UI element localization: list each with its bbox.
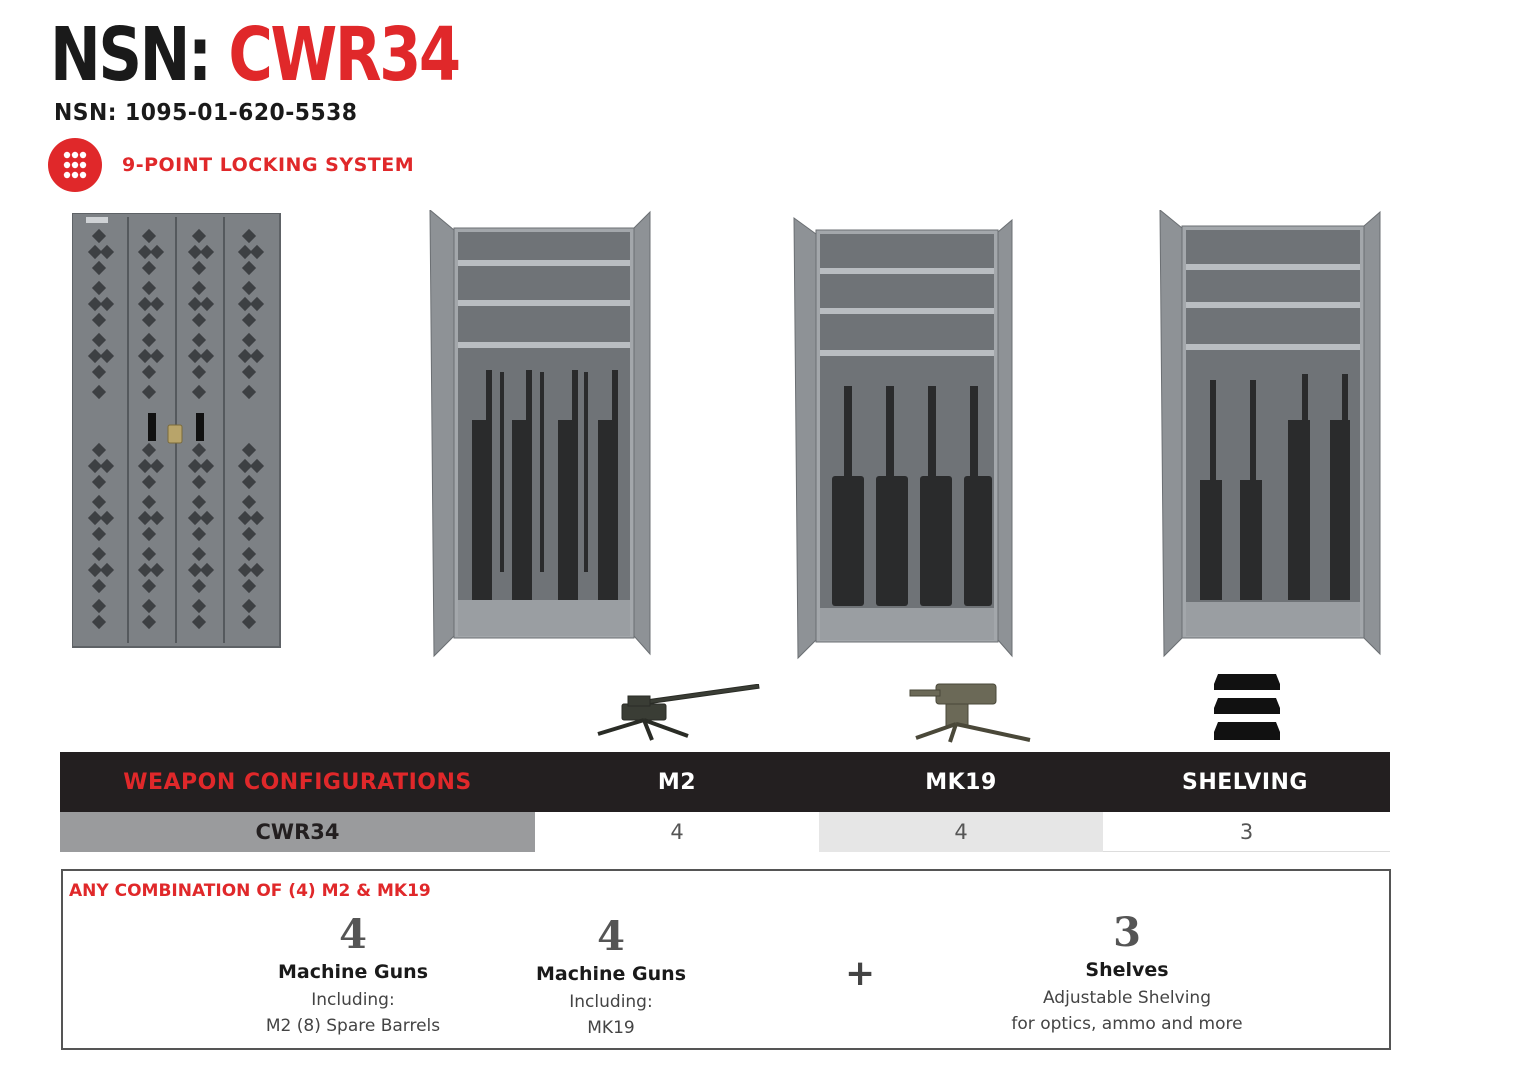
closed-cabinet-image [72,213,282,649]
cell-m2-count: 4 [535,812,819,852]
combo-name: Machine Guns [277,961,428,983]
locking-system-label: 9-POINT LOCKING SYSTEM [122,154,415,176]
m2-machine-gun-icon [592,683,762,748]
combo-line2: for optics, ammo and more [1011,1014,1243,1034]
weapon-configurations-table: WEAPON CONFIGURATIONS M2 MK19 SHELVING C… [60,752,1390,852]
combo-line1: Adjustable Shelving [1042,988,1212,1008]
nsn-number: NSN: 1095-01-620-5538 [54,100,358,126]
combo-count: 4 [597,913,625,960]
combo-line1: Including: [311,990,395,1010]
combo-count: 3 [1113,909,1141,956]
combo-line2: M2 (8) Spare Barrels [265,1016,441,1036]
combo-name: Shelves [1085,959,1169,981]
page-title: NSN: CWR34 [50,18,461,92]
shelving-stack-icon [1212,672,1282,746]
table-header-row: WEAPON CONFIGURATIONS M2 MK19 SHELVING [60,752,1390,812]
combo-item-shelves: 3 Shelves Adjustable Shelving for optics… [977,913,1277,1037]
mk19-cabinet-image [792,216,1016,660]
locking-system-badge: 9-POINT LOCKING SYSTEM [48,138,414,192]
combo-item-mk19: 4 Machine Guns Including: MK19 [491,917,731,1041]
header-mk19: MK19 [925,769,997,795]
title-code: CWR34 [228,12,461,98]
table-row: CWR34 4 4 3 [60,812,1390,852]
cell-shelving-count: 3 [1103,812,1390,852]
shelving-cabinet-image [1158,210,1384,658]
mk19-grenade-launcher-icon [906,674,1036,748]
cell-mk19-count: 4 [819,812,1103,852]
combo-line1: Including: [569,992,653,1012]
header-weapon-configurations: WEAPON CONFIGURATIONS [123,769,472,795]
title-prefix: NSN: [50,12,229,98]
plus-sign: + [845,953,876,994]
header-m2: M2 [657,769,697,795]
cell-model: CWR34 [60,812,535,852]
combo-item-m2: 4 Machine Guns Including: M2 (8) Spare B… [233,915,473,1039]
combo-name: Machine Guns [535,963,686,985]
m2-cabinet-image [428,210,654,658]
combination-box: ANY COMBINATION OF (4) M2 & MK19 4 Machi… [61,869,1391,1050]
combination-title: ANY COMBINATION OF (4) M2 & MK19 [69,881,431,901]
nine-dot-lock-icon [48,138,102,192]
combo-line2: MK19 [587,1018,635,1038]
header-shelving: SHELVING [1182,769,1308,795]
combo-count: 4 [339,911,367,958]
